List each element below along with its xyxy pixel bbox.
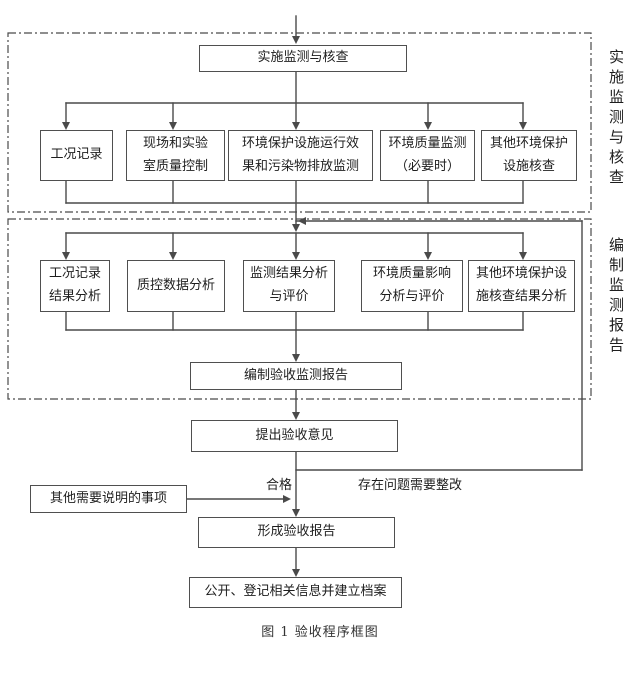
figure-caption: 图 1 验收程序框图 xyxy=(261,625,379,640)
pass-label: 合格 xyxy=(265,478,292,493)
box-condition-record-analysis: 工况记录 结果分析 xyxy=(40,260,110,312)
rectify-label: 存在问题需要整改 xyxy=(358,478,463,493)
box-implement-monitoring-check: 实施监测与核查 xyxy=(199,45,407,72)
box-env-quality-impact-analysis: 环境质量影响 分析与评价 xyxy=(361,260,463,312)
box-operating-condition-record: 工况记录 xyxy=(40,130,113,181)
box-env-quality-monitoring: 环境质量监测 （必要时） xyxy=(380,130,475,181)
box-qc-data-analysis: 质控数据分析 xyxy=(127,260,225,312)
arrowheads xyxy=(62,36,527,577)
box-propose-acceptance-opinion: 提出验收意见 xyxy=(191,420,398,452)
box-publish-register-archive: 公开、登记相关信息并建立档案 xyxy=(189,577,402,608)
section-borders xyxy=(7,32,592,400)
box-field-lab-quality-control: 现场和实验 室质量控制 xyxy=(126,130,225,181)
box-facility-operation-pollutant-monitoring: 环境保护设施运行效 果和污染物排放监测 xyxy=(228,130,373,181)
box-monitoring-result-analysis: 监测结果分析 与评价 xyxy=(243,260,335,312)
box-form-acceptance-report: 形成验收报告 xyxy=(198,517,395,548)
box-other-matters: 其他需要说明的事项 xyxy=(30,485,187,513)
flow-connectors xyxy=(65,15,583,571)
side-label-monitoring: 实施监测与核查 xyxy=(607,49,625,189)
box-compile-monitoring-report: 编制验收监测报告 xyxy=(190,362,402,390)
side-label-report: 编制监测报告 xyxy=(607,237,625,357)
box-other-env-facility-check: 其他环境保护 设施核查 xyxy=(481,130,577,181)
box-other-facility-check-analysis: 其他环境保护设 施核查结果分析 xyxy=(468,260,575,312)
